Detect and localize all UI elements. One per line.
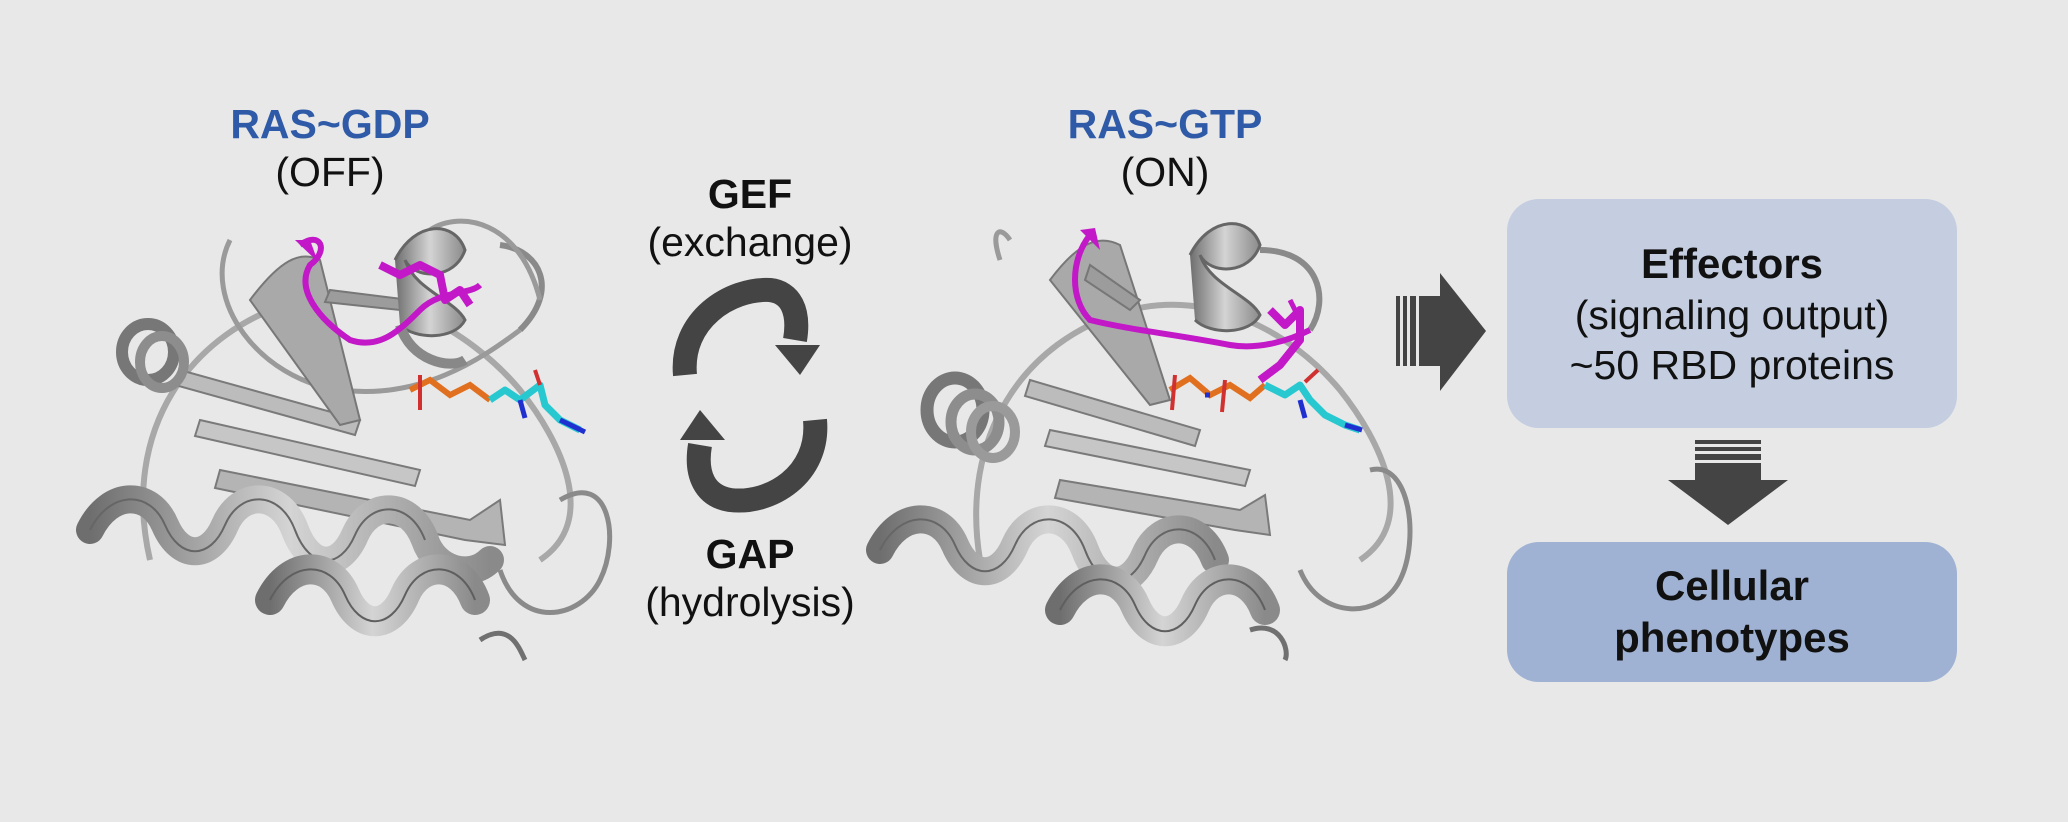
ras-gdp-protein-structure bbox=[90, 221, 610, 660]
right-arrow-to-effectors bbox=[1396, 273, 1486, 391]
down-arrow-to-phenotypes bbox=[1668, 440, 1788, 525]
gap-cycle-arrow bbox=[680, 410, 815, 501]
gef-cycle-arrow bbox=[685, 290, 820, 375]
ras-gtp-protein-structure bbox=[880, 224, 1410, 660]
